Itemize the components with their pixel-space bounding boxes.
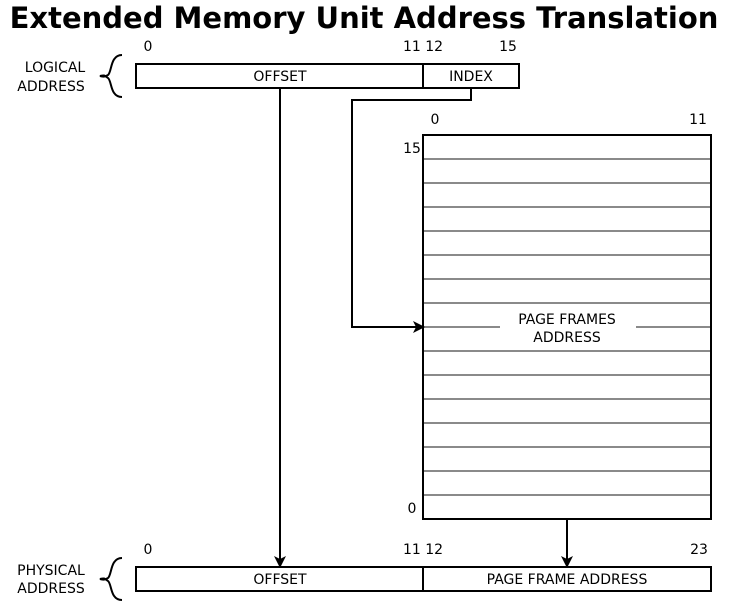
page-table-row-0: 0 — [408, 501, 417, 517]
page-table-bit-11: 11 — [689, 112, 707, 128]
logical-bit-0: 0 — [144, 39, 153, 55]
physical-address-brace — [99, 557, 123, 601]
logical-bit-11-12: 11 12 — [403, 39, 443, 55]
page-frame-table-rows — [424, 158, 710, 496]
logical-offset-label: OFFSET — [253, 69, 307, 85]
page-table-row-15: 15 — [403, 141, 421, 157]
physical-page-frame-label: PAGE FRAME ADDRESS — [487, 572, 648, 588]
physical-bit-23: 23 — [690, 542, 708, 558]
logical-address-brace — [99, 54, 123, 98]
logical-index-label: INDEX — [449, 69, 493, 85]
index-to-page-table-connector — [351, 88, 472, 333]
page-frame-table-label-line1: PAGE FRAMES — [518, 312, 616, 328]
physical-offset-label: OFFSET — [253, 572, 307, 588]
physical-address-label-line1: PHYSICAL — [17, 563, 85, 579]
page-frame-table-label-line2: ADDRESS — [533, 330, 601, 346]
diagram-title: Extended Memory Unit Address Translation — [10, 1, 719, 35]
physical-bit-0: 0 — [144, 542, 153, 558]
logical-address-label-line1: LOGICAL — [25, 60, 86, 76]
physical-page-frame-box — [422, 566, 712, 592]
page-frame-table-label-background — [500, 309, 636, 349]
physical-offset-box — [135, 566, 424, 592]
logical-address-label-line2: ADDRESS — [17, 79, 85, 95]
physical-address-label-line2: ADDRESS — [17, 581, 85, 597]
logical-bit-15: 15 — [499, 39, 517, 55]
physical-bit-11-12: 11 12 — [403, 542, 443, 558]
page-table-bit-0: 0 — [431, 112, 440, 128]
